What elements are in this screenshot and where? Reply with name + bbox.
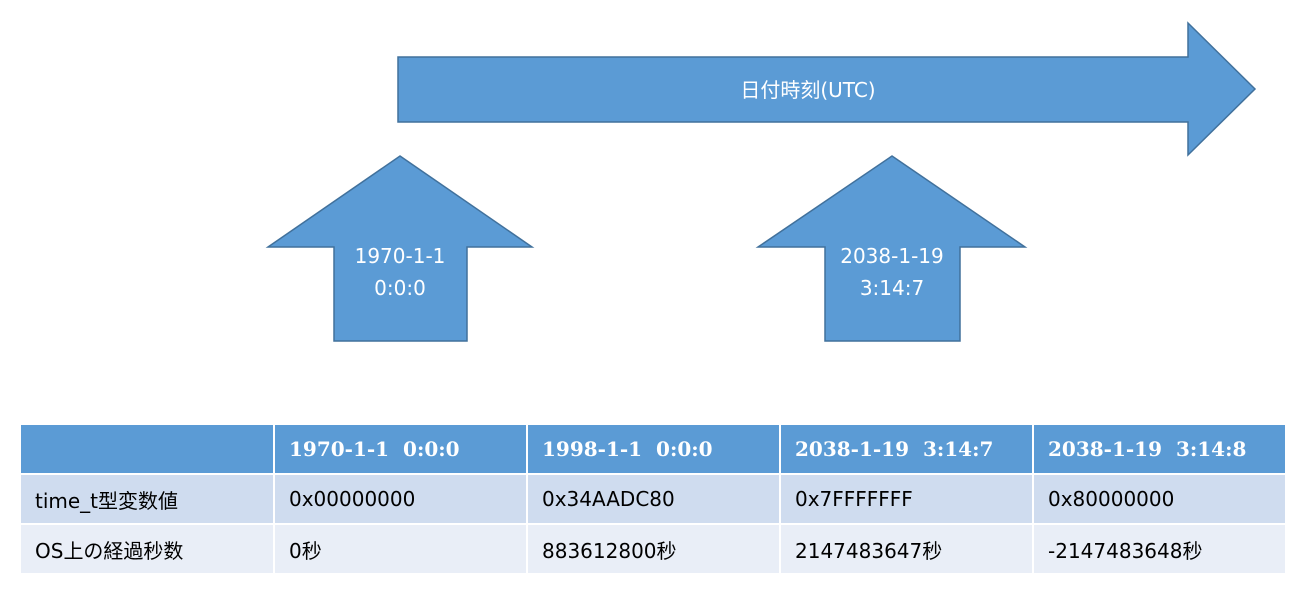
table-cell: 0x7FFFFFFF [779,473,1034,525]
overflow-marker-date: 2038-1-19 [840,244,944,268]
table-header-row: 1970-1-1 0:0:0 1998-1-1 0:0:0 2038-1-19 … [19,423,1287,475]
conversion-table: 1970-1-1 0:0:0 1998-1-1 0:0:0 2038-1-19 … [19,423,1287,575]
conversion-table-container: 1970-1-1 0:0:0 1998-1-1 0:0:0 2038-1-19 … [19,423,1287,575]
table-header-cell: 2038-1-19 3:14:8 [1032,423,1287,475]
table-cell: 0x00000000 [273,473,528,525]
timeline-diagram: 日付時刻(UTC) 1970-1-1 0:0:0 2038-1-19 3:14:… [265,21,1257,342]
table-row-label: OS上の経過秒数 [19,523,275,575]
timeline-label: 日付時刻(UTC) [740,78,875,102]
epoch-marker-arrow [265,155,535,342]
table-header-cell: 1970-1-1 0:0:0 [273,423,528,475]
table-cell: 0秒 [273,523,528,575]
table-cell: 0x80000000 [1032,473,1287,525]
table-header-cell: 2038-1-19 3:14:7 [779,423,1034,475]
table-row-label: time_t型変数値 [19,473,275,525]
epoch-marker-date: 1970-1-1 [355,244,446,268]
overflow-marker-arrow [755,155,1028,342]
table-row: OS上の経過秒数 0秒 883612800秒 2147483647秒 -2147… [19,523,1287,575]
table-cell: 0x34AADC80 [526,473,781,525]
table-header-cell-corner [19,423,275,475]
table-cell-negative: -2147483648秒 [1032,523,1287,575]
table-row: time_t型変数値 0x00000000 0x34AADC80 0x7FFFF… [19,473,1287,525]
table-cell: 2147483647秒 [779,523,1034,575]
timeline-arrow [397,21,1257,157]
table-cell: 883612800秒 [526,523,781,575]
table-header-cell: 1998-1-1 0:0:0 [526,423,781,475]
epoch-marker-time: 0:0:0 [374,276,426,300]
overflow-marker-time: 3:14:7 [860,276,924,300]
